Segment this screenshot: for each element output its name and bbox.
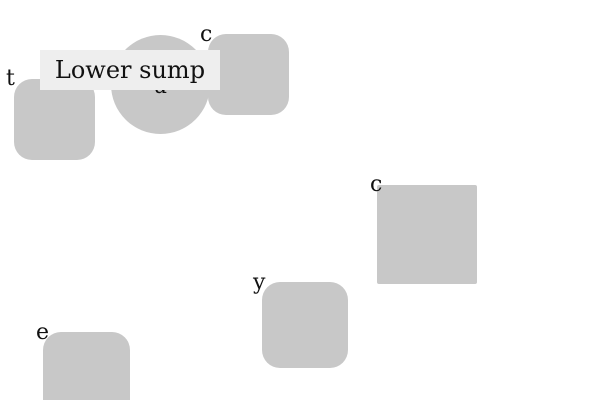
rounded-square-y[interactable] <box>262 282 348 368</box>
label-e: e <box>36 320 50 345</box>
tooltip: Lower sump <box>40 50 220 90</box>
label-y: y <box>253 270 266 295</box>
label-c-top: c <box>200 22 213 47</box>
square-c-mid[interactable] <box>377 185 477 284</box>
rounded-square-c-top[interactable] <box>208 34 289 115</box>
rounded-square-t[interactable] <box>14 79 95 160</box>
label-c-mid: c <box>370 172 383 197</box>
label-t: t <box>6 66 15 91</box>
rounded-square-e[interactable] <box>43 332 130 400</box>
